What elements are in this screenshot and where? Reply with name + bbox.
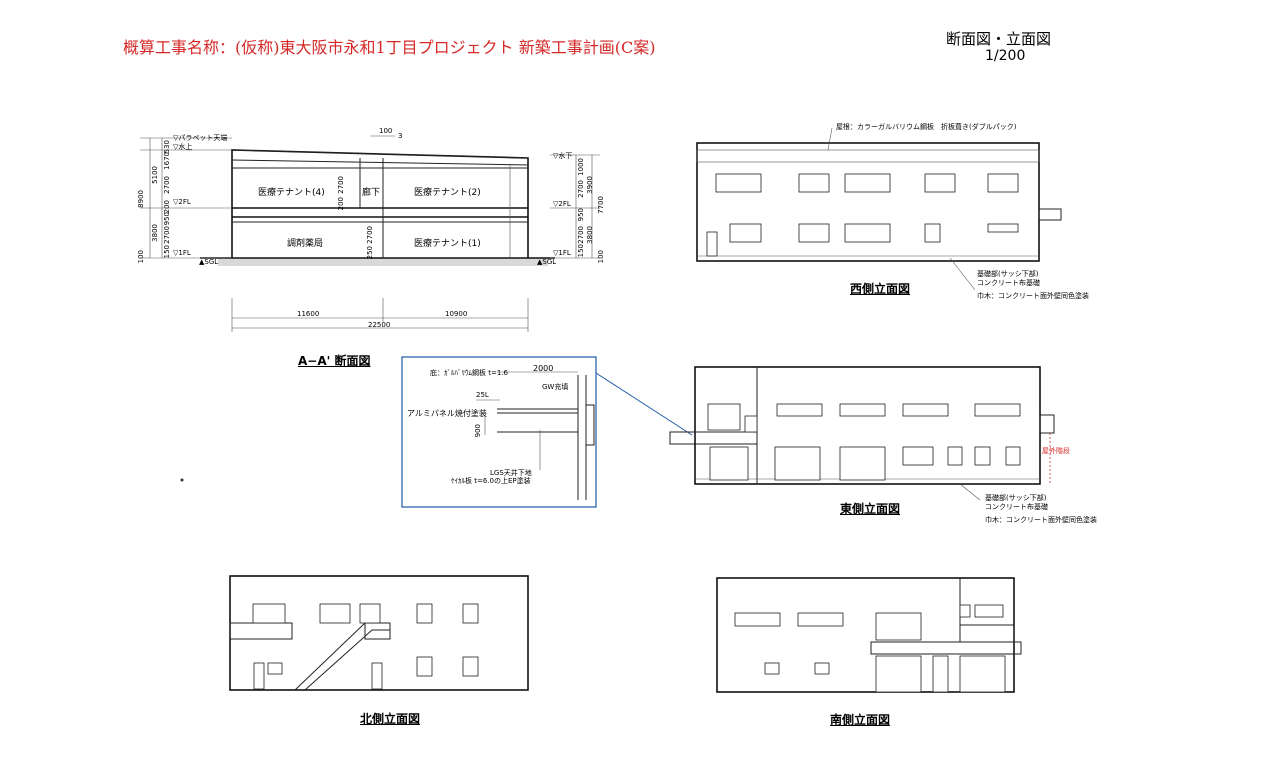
east-note-base2: コンクリート布基礎 <box>985 503 1048 511</box>
east-note-stair: 屋外階段 <box>1042 447 1070 455</box>
sheet-title: 断面図・立面図 <box>946 30 1052 48</box>
room-2f-corridor: 廊下 <box>362 188 381 198</box>
west-note-base1: 基礎部(サッシ下部) <box>977 270 1039 278</box>
west-elevation-drawing <box>696 127 1062 291</box>
dim-left-total-8900: 8900 <box>137 190 145 208</box>
dim-right-950: 950 <box>577 208 585 222</box>
detail-drawing <box>401 356 693 508</box>
dim-right-total-3800: 3800 <box>586 226 594 244</box>
detail-note-board: ｹｲｶﾙ板 t=6.0の上EP塗装 <box>451 477 531 485</box>
dim-right-2700b: 2700 <box>577 226 585 244</box>
dim-inner-2700: 2700 <box>337 176 345 194</box>
room-2f-left: 医療テナント(4) <box>258 188 325 198</box>
section-slope: 100 <box>379 127 393 135</box>
dim-total: 22500 <box>368 321 391 329</box>
dim-left-950: 950 <box>163 212 171 226</box>
west-caption: 西側立面図 <box>850 282 911 296</box>
dim-inner-250: 250 <box>366 246 374 260</box>
north-caption: 北側立面図 <box>360 712 421 726</box>
detail-dim-900: 900 <box>474 424 482 438</box>
detail-note-25l: 25L <box>476 391 489 399</box>
west-note-base2: コンクリート布基礎 <box>977 279 1040 287</box>
dim-right-total-7700: 7700 <box>597 196 605 214</box>
dim-left-total-3800: 3800 <box>151 224 159 242</box>
east-caption: 東側立面図 <box>840 502 901 516</box>
dot-mark <box>180 478 184 482</box>
dim-right-1000: 1000 <box>577 158 585 176</box>
room-1f-left: 調剤薬局 <box>287 239 324 249</box>
section-sgl-left: ▲SGL <box>199 258 219 266</box>
dim-left-2700b: 2700 <box>163 226 171 244</box>
section-caption: A−A' 断面図 <box>298 354 371 368</box>
east-note-base1: 基礎部(サッシ下部) <box>985 494 1047 502</box>
dim-left: 11600 <box>297 310 320 318</box>
east-note-base3: 巾木：コンクリート面外壁同色塗装 <box>985 516 1097 524</box>
dim-inner-2700b: 2700 <box>366 226 374 244</box>
dim-right: 10900 <box>445 310 468 318</box>
dim-right-2700: 2700 <box>577 180 585 198</box>
dim-right-150: 150 <box>577 244 585 258</box>
detail-note-gw: GW充填 <box>542 383 569 391</box>
dim-left-150: 150 <box>163 245 171 259</box>
dim-left-total-5100: 5100 <box>151 166 159 184</box>
dim-right-total-3900: 3900 <box>586 176 594 194</box>
dim-left-100: 100 <box>137 250 145 264</box>
south-caption: 南側立面図 <box>830 713 891 727</box>
section-slope-2: 3 <box>398 132 403 140</box>
detail-dim-2000: 2000 <box>533 364 554 373</box>
room-2f-right: 医療テナント(2) <box>414 188 481 198</box>
project-title: 概算工事名称：(仮称)東大阪市永和1丁目プロジェクト 新築工事計画(C案) <box>123 38 656 57</box>
dim-left-1670: 1670 <box>163 152 171 170</box>
section-1fl-right: ▽1FL <box>553 249 571 257</box>
section-2fl-left: ▽2FL <box>173 198 191 206</box>
detail-note-top: 庇：ｶﾞﾙﾊﾞﾘｳﾑ鋼板 t=1.6 <box>430 369 508 377</box>
section-water-top: ▽水上 <box>173 143 193 151</box>
section-water-bottom: ▽水下 <box>553 152 573 160</box>
room-1f-right: 医療テナント(1) <box>414 239 481 249</box>
dim-left-2700: 2700 <box>163 176 171 194</box>
dim-inner-200: 200 <box>337 197 345 211</box>
west-note-roof: 屋根：カラーガルバリウム鋼板 折板葺き(ダブルパック) <box>836 123 1017 131</box>
section-aa-drawing <box>140 135 600 332</box>
detail-note-panel: アルミパネル焼付塗装 <box>407 409 487 418</box>
west-note-base3: 巾木：コンクリート面外壁同色塗装 <box>977 292 1089 300</box>
section-2fl-right: ▽2FL <box>553 200 571 208</box>
dim-right-100: 100 <box>597 250 605 264</box>
sheet-scale: 1/200 <box>985 48 1026 64</box>
detail-note-lgs: LGS天井下地 <box>490 469 532 477</box>
section-sgl-right: ▲SGL <box>537 258 557 266</box>
section-roof-label: ▽パラペット天端 <box>173 134 228 142</box>
east-elevation-drawing <box>669 366 1055 501</box>
south-elevation-drawing <box>716 577 1022 693</box>
north-elevation-drawing <box>229 575 529 691</box>
section-1fl-left: ▽1FL <box>173 249 191 257</box>
